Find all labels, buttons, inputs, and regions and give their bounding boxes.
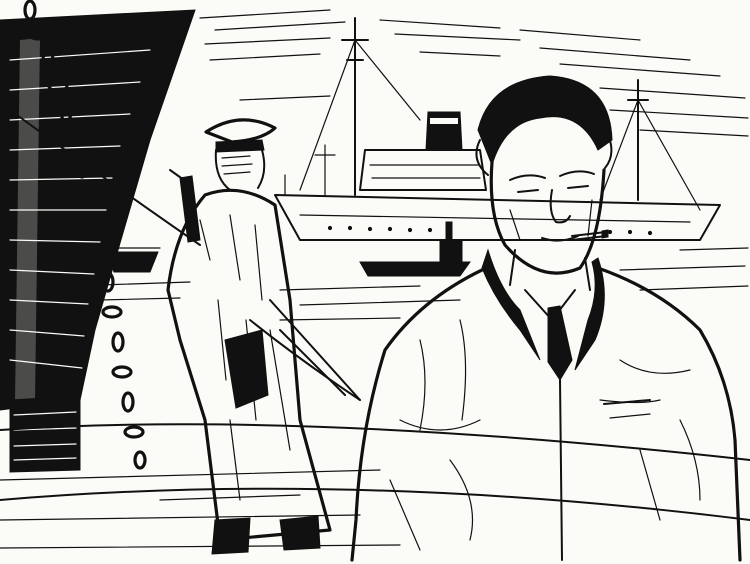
tugboat	[359, 221, 471, 277]
main-man	[350, 75, 742, 562]
sky-hatching	[199, 9, 749, 137]
dock-ground	[0, 469, 401, 549]
mooring-ropes	[0, 109, 750, 521]
guard-figure	[166, 118, 361, 555]
anchor-chain	[23, 0, 147, 470]
bollard	[9, 395, 81, 473]
ship-bow	[0, 9, 196, 411]
water-hatching	[99, 247, 749, 321]
